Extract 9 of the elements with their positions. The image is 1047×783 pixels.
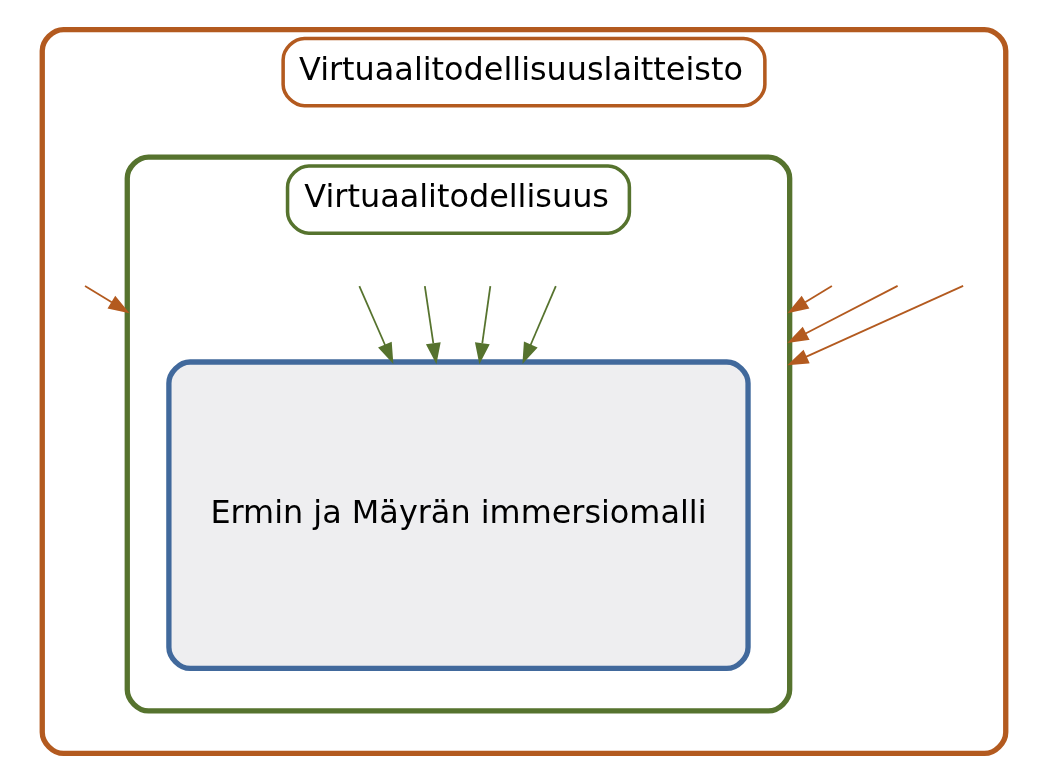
node-box: Ermin ja Mäyrän immersiomalli — [165, 359, 751, 672]
arrow — [83, 285, 130, 314]
arrow — [423, 285, 441, 365]
arrow — [474, 285, 491, 365]
arrow — [786, 285, 833, 314]
arrow — [786, 285, 964, 366]
arrow — [357, 285, 393, 365]
arrow — [521, 285, 557, 365]
arrow — [786, 285, 898, 344]
